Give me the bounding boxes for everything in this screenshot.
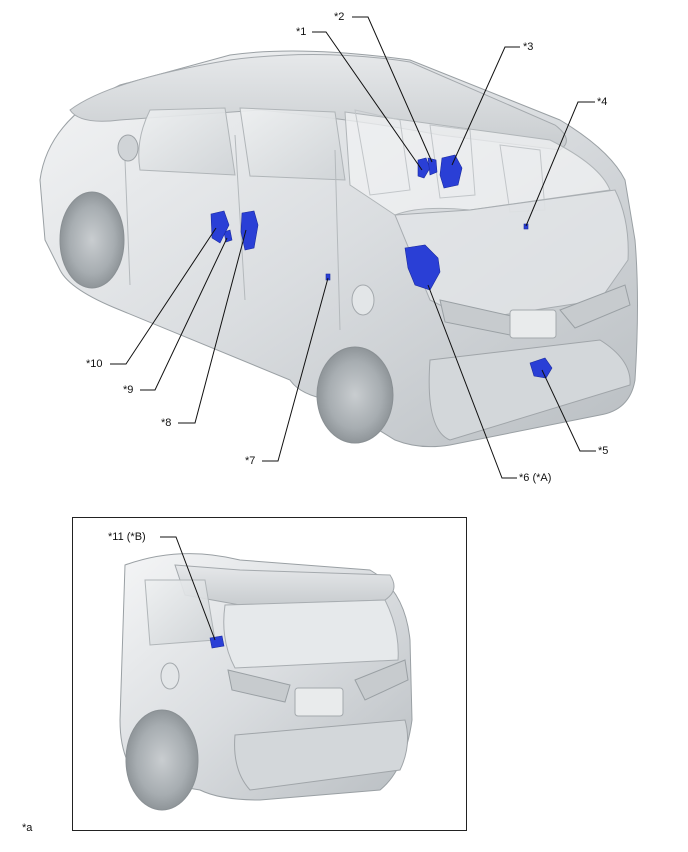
vehicle-side-mirror — [117, 134, 139, 162]
component-6-marker — [404, 244, 441, 291]
inset-vehicle-view — [119, 536, 413, 811]
leader-line-3 — [451, 46, 520, 166]
component-7-marker — [325, 273, 331, 281]
vehicle-front-wheel — [59, 191, 125, 289]
callout-label-6: *6 (*A) — [519, 472, 552, 484]
leader-line-8 — [178, 229, 247, 424]
leader-line-6 — [427, 284, 517, 479]
component-1-marker — [417, 157, 431, 179]
inset-license-plate — [294, 687, 344, 717]
vehicle-main-view — [39, 16, 638, 479]
component-4-marker — [523, 223, 529, 230]
vehicle-license-plate — [509, 309, 557, 339]
vehicle-door-lines — [124, 134, 341, 331]
inset-frame — [72, 517, 467, 831]
leader-line-5 — [541, 369, 596, 452]
callout-label-1: *1 — [296, 26, 307, 38]
component-markers — [210, 154, 553, 379]
vehicle-tail-light-right — [559, 284, 631, 329]
component-8-marker — [240, 210, 259, 251]
component-2-marker — [427, 157, 438, 176]
vehicle-rear-bumper — [428, 339, 631, 441]
leader-line-4 — [525, 101, 595, 227]
callout-label-10: *10 — [86, 358, 103, 370]
note-label: *a — [22, 822, 33, 834]
inset-rear-bumper — [234, 719, 409, 791]
leader-line-1 — [312, 31, 423, 171]
leader-line-11 — [160, 536, 216, 641]
component-11-marker — [209, 635, 225, 649]
inset-rear-wheel — [125, 709, 199, 811]
vehicle-side-window-rear — [239, 107, 346, 181]
vehicle-rear-wheel — [316, 346, 394, 444]
leader-lines — [110, 16, 596, 479]
leader-line-9 — [140, 237, 228, 391]
callout-label-11: *11 (*B) — [108, 531, 146, 543]
leader-line-10 — [110, 227, 217, 365]
vehicle-side-window-front — [138, 107, 236, 176]
component-3-marker — [439, 154, 463, 189]
inset-tail-light-left — [227, 669, 291, 703]
callout-label-9: *9 — [123, 384, 134, 396]
vehicle-fuel-lid — [351, 284, 375, 316]
callout-label-5: *5 — [598, 445, 609, 457]
inset-tail-light-right — [354, 659, 409, 701]
inset-rear-glass — [223, 599, 399, 669]
leader-line-7 — [262, 277, 329, 462]
callout-label-2: *2 — [334, 11, 345, 23]
callout-label-8: *8 — [161, 417, 172, 429]
leader-line-2 — [352, 16, 433, 163]
callout-label-3: *3 — [523, 41, 534, 53]
inset-fuel-lid — [160, 662, 180, 690]
callout-label-7: *7 — [245, 455, 256, 467]
component-5-marker — [529, 357, 553, 379]
callout-label-4: *4 — [597, 96, 608, 108]
